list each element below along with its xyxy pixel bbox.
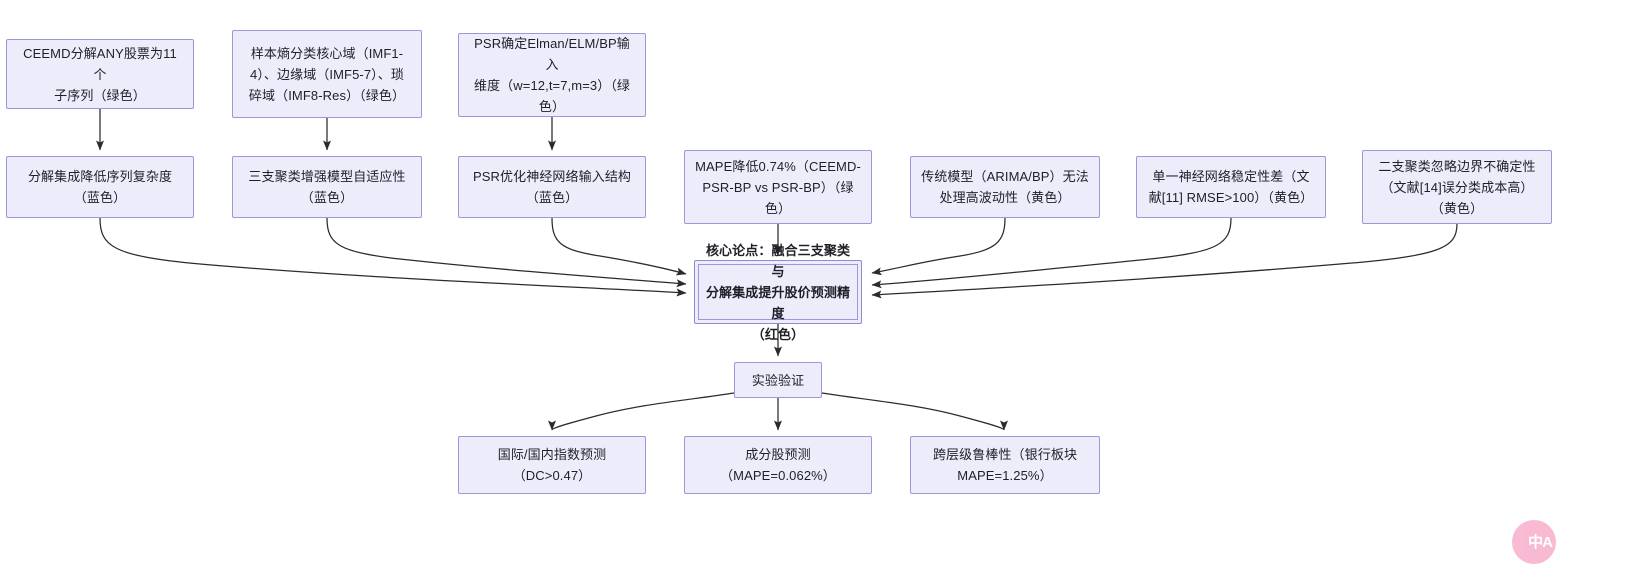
edge-n10-core bbox=[871, 223, 1458, 299]
node-result-constituent-stock-forecast[interactable]: 成分股预测 （MAPE=0.062%） bbox=[684, 436, 872, 494]
edge-n8-core bbox=[871, 217, 1006, 276]
edge-n5-core bbox=[326, 217, 687, 288]
node-two-way-clustering-limitation[interactable]: 二支聚类忽略边界不确定性 （文献[14]误分类成本高） （黄色） bbox=[1362, 150, 1552, 224]
node-result-cross-level-robustness[interactable]: 跨层级鲁棒性（银行板块 MAPE=1.25%） bbox=[910, 436, 1100, 494]
node-psr-optimizes-network-input[interactable]: PSR优化神经网络输入结构 （蓝色） bbox=[458, 156, 646, 218]
node-psr-input-dimension[interactable]: PSR确定Elman/ELM/BP输入 维度（w=12,t=7,m=3）（绿 色… bbox=[458, 33, 646, 117]
node-result-index-forecast[interactable]: 国际/国内指数预测 （DC>0.47） bbox=[458, 436, 646, 494]
node-experimental-validation[interactable]: 实验验证 bbox=[734, 362, 822, 398]
node-decomposition-reduces-complexity[interactable]: 分解集成降低序列复杂度 （蓝色） bbox=[6, 156, 194, 218]
watermark-badge: 中A bbox=[1512, 520, 1556, 564]
node-mape-reduction[interactable]: MAPE降低0.74%（CEEMD- PSR-BP vs PSR-BP）（绿 色… bbox=[684, 150, 872, 224]
edge-n4-core bbox=[99, 217, 687, 297]
node-core-claim[interactable]: 核心论点：融合三支聚类与 分解集成提升股价预测精度 （红色） bbox=[694, 243, 862, 342]
edge-n6-core bbox=[551, 217, 687, 276]
node-sample-entropy-classification[interactable]: 样本熵分类核心域（IMF1- 4）、边缘域（IMF5-7）、琐 碎域（IMF8-… bbox=[232, 30, 422, 118]
watermark-text: 中A bbox=[1528, 534, 1553, 551]
node-three-way-clustering-adaptivity[interactable]: 三支聚类增强模型自适应性 （蓝色） bbox=[232, 156, 422, 218]
node-single-network-instability[interactable]: 单一神经网络稳定性差（文 献[11] RMSE>100）（黄色） bbox=[1136, 156, 1326, 218]
edge-n9-core bbox=[871, 217, 1232, 289]
node-traditional-model-limitation[interactable]: 传统模型（ARIMA/BP）无法 处理高波动性（黄色） bbox=[910, 156, 1100, 218]
node-ceemd-decomposition[interactable]: CEEMD分解ANY股票为11个 子序列（绿色） bbox=[6, 39, 194, 109]
edge-exp-r3 bbox=[821, 392, 1008, 431]
edge-exp-r1 bbox=[548, 392, 735, 431]
